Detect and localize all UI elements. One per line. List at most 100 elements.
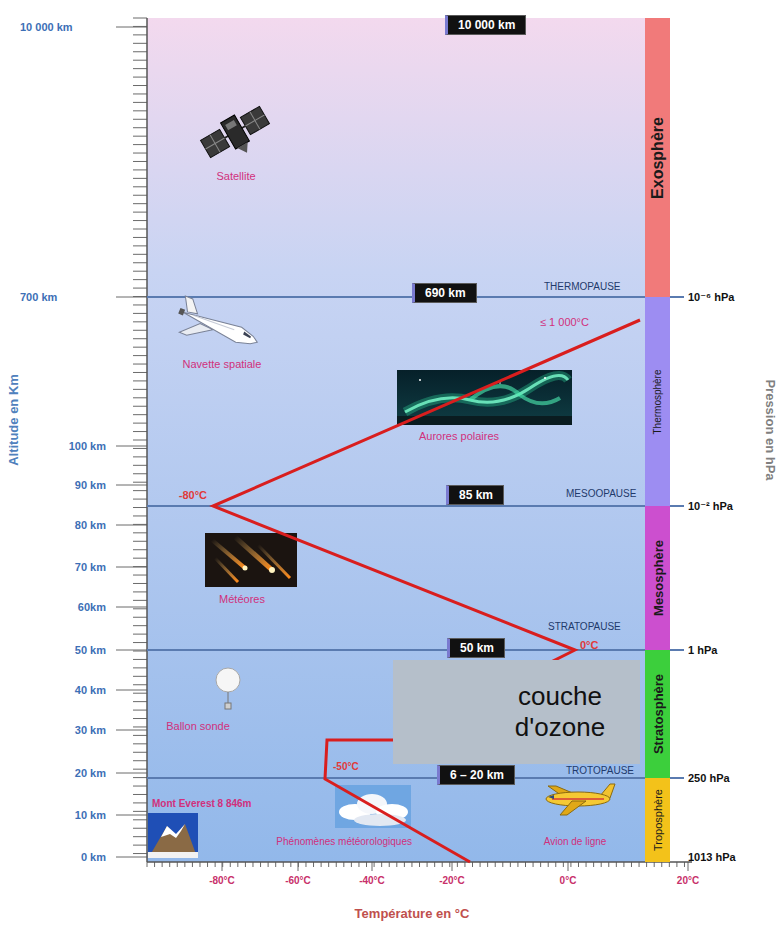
axis-tick	[133, 802, 147, 803]
meteors-picture	[205, 533, 297, 587]
axis-tick	[133, 110, 147, 111]
axis-tick	[116, 650, 147, 651]
altitude-tag: 50 km	[447, 638, 505, 658]
boundary-name: MESOOPAUSE	[566, 488, 636, 500]
axis-tick	[133, 85, 147, 86]
axis-tick	[116, 773, 147, 774]
axis-tick	[133, 440, 147, 441]
layer-name: Stratosphère	[651, 674, 664, 754]
axis-tick	[133, 304, 147, 305]
axis-tick	[688, 862, 689, 871]
axis-tick	[133, 77, 147, 78]
temperature-tick-label: 0°C	[560, 875, 577, 887]
altitude-tick-label: 50 km	[75, 644, 106, 657]
axis-tick	[133, 102, 147, 103]
axis-tick	[133, 313, 147, 314]
axis-tick	[133, 676, 147, 677]
axis-tick	[133, 321, 147, 322]
axis-tick	[452, 862, 453, 871]
axis-tick	[133, 482, 147, 483]
axis-tick	[133, 93, 147, 94]
altitude-tick-label: 80 km	[75, 519, 106, 532]
axis-tick	[133, 51, 147, 52]
altitude-tick-label: 700 km	[20, 291, 57, 304]
axis-tick	[133, 195, 147, 196]
temperature-tick-label: -80°C	[209, 875, 235, 887]
picture-caption: Phénomènes météorologiques	[276, 836, 412, 848]
axis-tick	[133, 532, 147, 533]
axis-tick	[116, 297, 147, 298]
picture-caption: Ballon sonde	[166, 720, 230, 733]
picture-caption: Aurores polaires	[419, 430, 499, 443]
axis-tick	[133, 591, 147, 592]
boundary-name: STRATOPAUSE	[548, 621, 621, 633]
axis-tick	[133, 752, 147, 753]
altitude-tick-label: 10 km	[75, 809, 106, 822]
axis-tick	[133, 220, 147, 221]
axis-tick	[133, 794, 147, 795]
temperature-axis	[147, 861, 692, 863]
temperature-curve	[213, 320, 640, 862]
layer-name: Mesosphère	[651, 540, 664, 616]
axis-tick	[116, 27, 147, 28]
axis-tick	[133, 18, 147, 19]
axis-tick	[133, 735, 147, 736]
axis-tick	[133, 558, 147, 559]
axis-tick	[133, 667, 147, 668]
axis-tick	[133, 119, 147, 120]
axis-tick	[116, 690, 147, 691]
pressure-label: 10⁻⁶ hPa	[688, 291, 734, 304]
pressure-label: 1013 hPa	[688, 851, 736, 864]
stratosphere-band: Stratosphère	[645, 650, 670, 778]
mesosphere-band: Mesosphère	[645, 506, 670, 650]
axis-tick	[133, 338, 147, 339]
axis-tick	[133, 490, 147, 491]
temperature-note: 0°C	[580, 639, 598, 652]
axis-tick	[116, 607, 147, 608]
picture-caption: Météores	[219, 593, 265, 606]
axis-tick	[133, 34, 147, 35]
temperature-note: -80°C	[179, 489, 207, 502]
altitude-axis	[146, 18, 148, 862]
shuttle-icon	[172, 296, 263, 361]
axis-tick	[133, 583, 147, 584]
temperature-tick-label: -20°C	[439, 875, 465, 887]
layer-name: Exosphère	[650, 117, 666, 199]
axis-tick	[133, 718, 147, 719]
axis-tick	[133, 811, 147, 812]
axis-tick	[133, 229, 147, 230]
picture-caption: Navette spatiale	[183, 358, 262, 371]
axis-tick	[133, 178, 147, 179]
axis-tick	[133, 237, 147, 238]
altitude-tick-label: 70 km	[75, 561, 106, 574]
axis-tick	[133, 515, 147, 516]
axis-tick	[133, 245, 147, 246]
axis-tick	[298, 862, 299, 871]
axis-tick	[133, 397, 147, 398]
axis-tick	[133, 777, 147, 778]
axis-tick	[133, 634, 147, 635]
balloon-icon	[216, 668, 240, 709]
axis-tick	[133, 364, 147, 365]
layer-name: Thermosphère	[653, 369, 663, 434]
altitude-tag: 6 – 20 km	[437, 765, 515, 785]
altitude-tag: 85 km	[446, 485, 504, 505]
axis-tick	[133, 389, 147, 390]
airplane-icon	[546, 784, 615, 815]
axis-tick	[133, 499, 147, 500]
axis-tick	[116, 815, 147, 816]
axis-tick	[133, 701, 147, 702]
axis-tick	[133, 279, 147, 280]
axis-tick	[133, 330, 147, 331]
axis-tick	[133, 372, 147, 373]
axis-tick	[133, 68, 147, 69]
axis-tick	[222, 862, 223, 871]
axis-tick	[133, 786, 147, 787]
altitude-value: 85 km	[459, 488, 493, 502]
axis-tick	[133, 651, 147, 652]
satellite-icon	[198, 102, 276, 170]
axis-tick	[133, 127, 147, 128]
axis-tick	[116, 525, 147, 526]
picture-caption: Avion de ligne	[544, 836, 607, 848]
ozone-label: couche d'ozone	[485, 681, 635, 743]
